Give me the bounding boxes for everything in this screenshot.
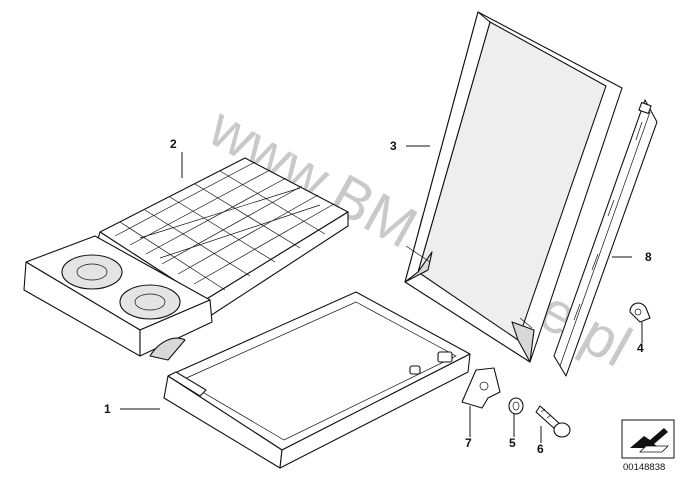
callout-3: 3 [390, 139, 397, 153]
part-1-armrest-base [163, 291, 471, 469]
callout-2: 2 [170, 137, 177, 151]
callout-4: 4 [637, 341, 644, 355]
part-4-clip [629, 302, 651, 323]
part-6-screw [535, 405, 571, 438]
callout-6: 6 [537, 442, 544, 456]
part-7-latch [461, 367, 501, 409]
part-3-backrest-panel [404, 11, 623, 363]
callout-1: 1 [104, 402, 111, 416]
reference-number: 00148838 [623, 462, 665, 473]
callout-5: 5 [509, 436, 516, 450]
callout-7: 7 [465, 436, 472, 450]
leader-lines [120, 145, 643, 443]
callout-8: 8 [645, 250, 652, 264]
part-5-plug [508, 397, 524, 415]
part-8-guide-rail [553, 99, 658, 377]
arrow-box-icon [621, 419, 675, 459]
cupholder-drawer [23, 235, 213, 361]
